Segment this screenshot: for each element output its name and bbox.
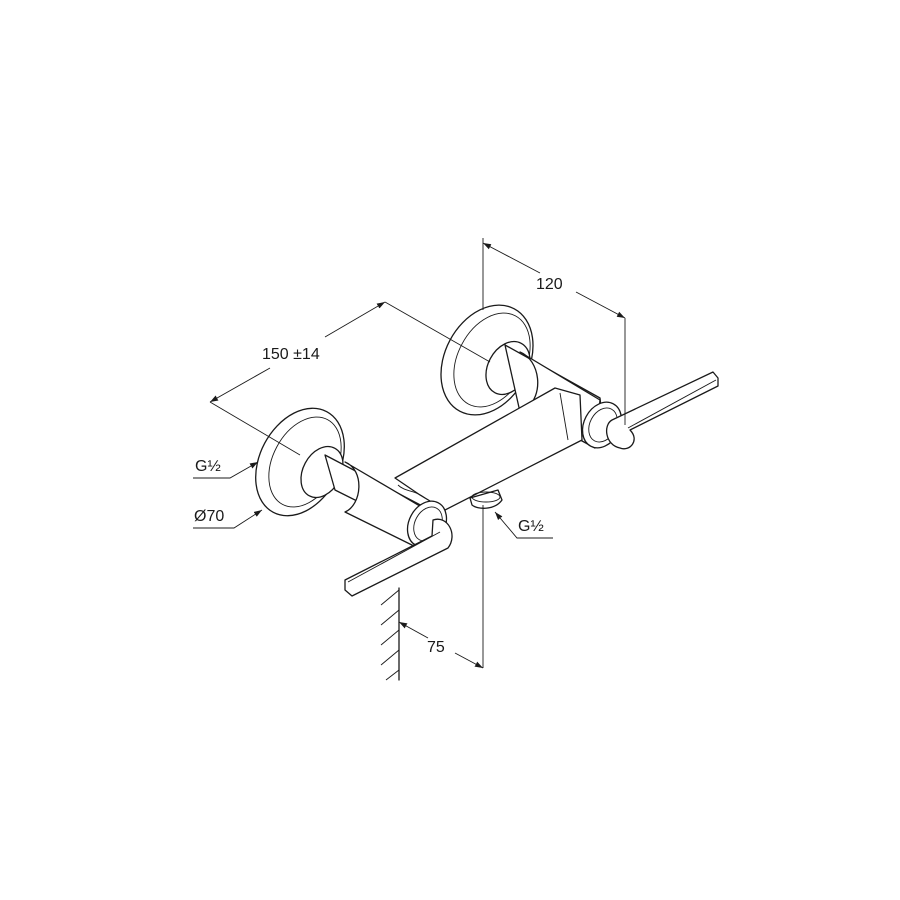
dimension-75: 75: [380, 505, 484, 681]
dimension-120-label: 120: [536, 276, 563, 293]
wall-hatching: [380, 589, 400, 681]
outlet-connector: [469, 489, 503, 509]
dimension-150-label: 150 ±14: [262, 346, 320, 363]
flange-diameter-callout: Ø70: [193, 508, 263, 529]
inlet-thread-label: G½: [195, 458, 221, 475]
right-lever-handle: [605, 371, 719, 450]
dimension-150: 150 ±14: [209, 301, 491, 456]
left-lever-handle: [344, 518, 453, 597]
left-wall-flange: [255, 407, 345, 517]
flange-diameter-label: Ø70: [194, 508, 224, 525]
mixer-body: [394, 387, 583, 511]
outlet-thread-callout: G½: [494, 511, 553, 539]
dimension-120: 120: [482, 238, 626, 425]
dimension-75-label: 75: [427, 639, 445, 656]
inlet-thread-callout: G½: [193, 458, 259, 479]
outlet-thread-label: G½: [518, 518, 544, 535]
